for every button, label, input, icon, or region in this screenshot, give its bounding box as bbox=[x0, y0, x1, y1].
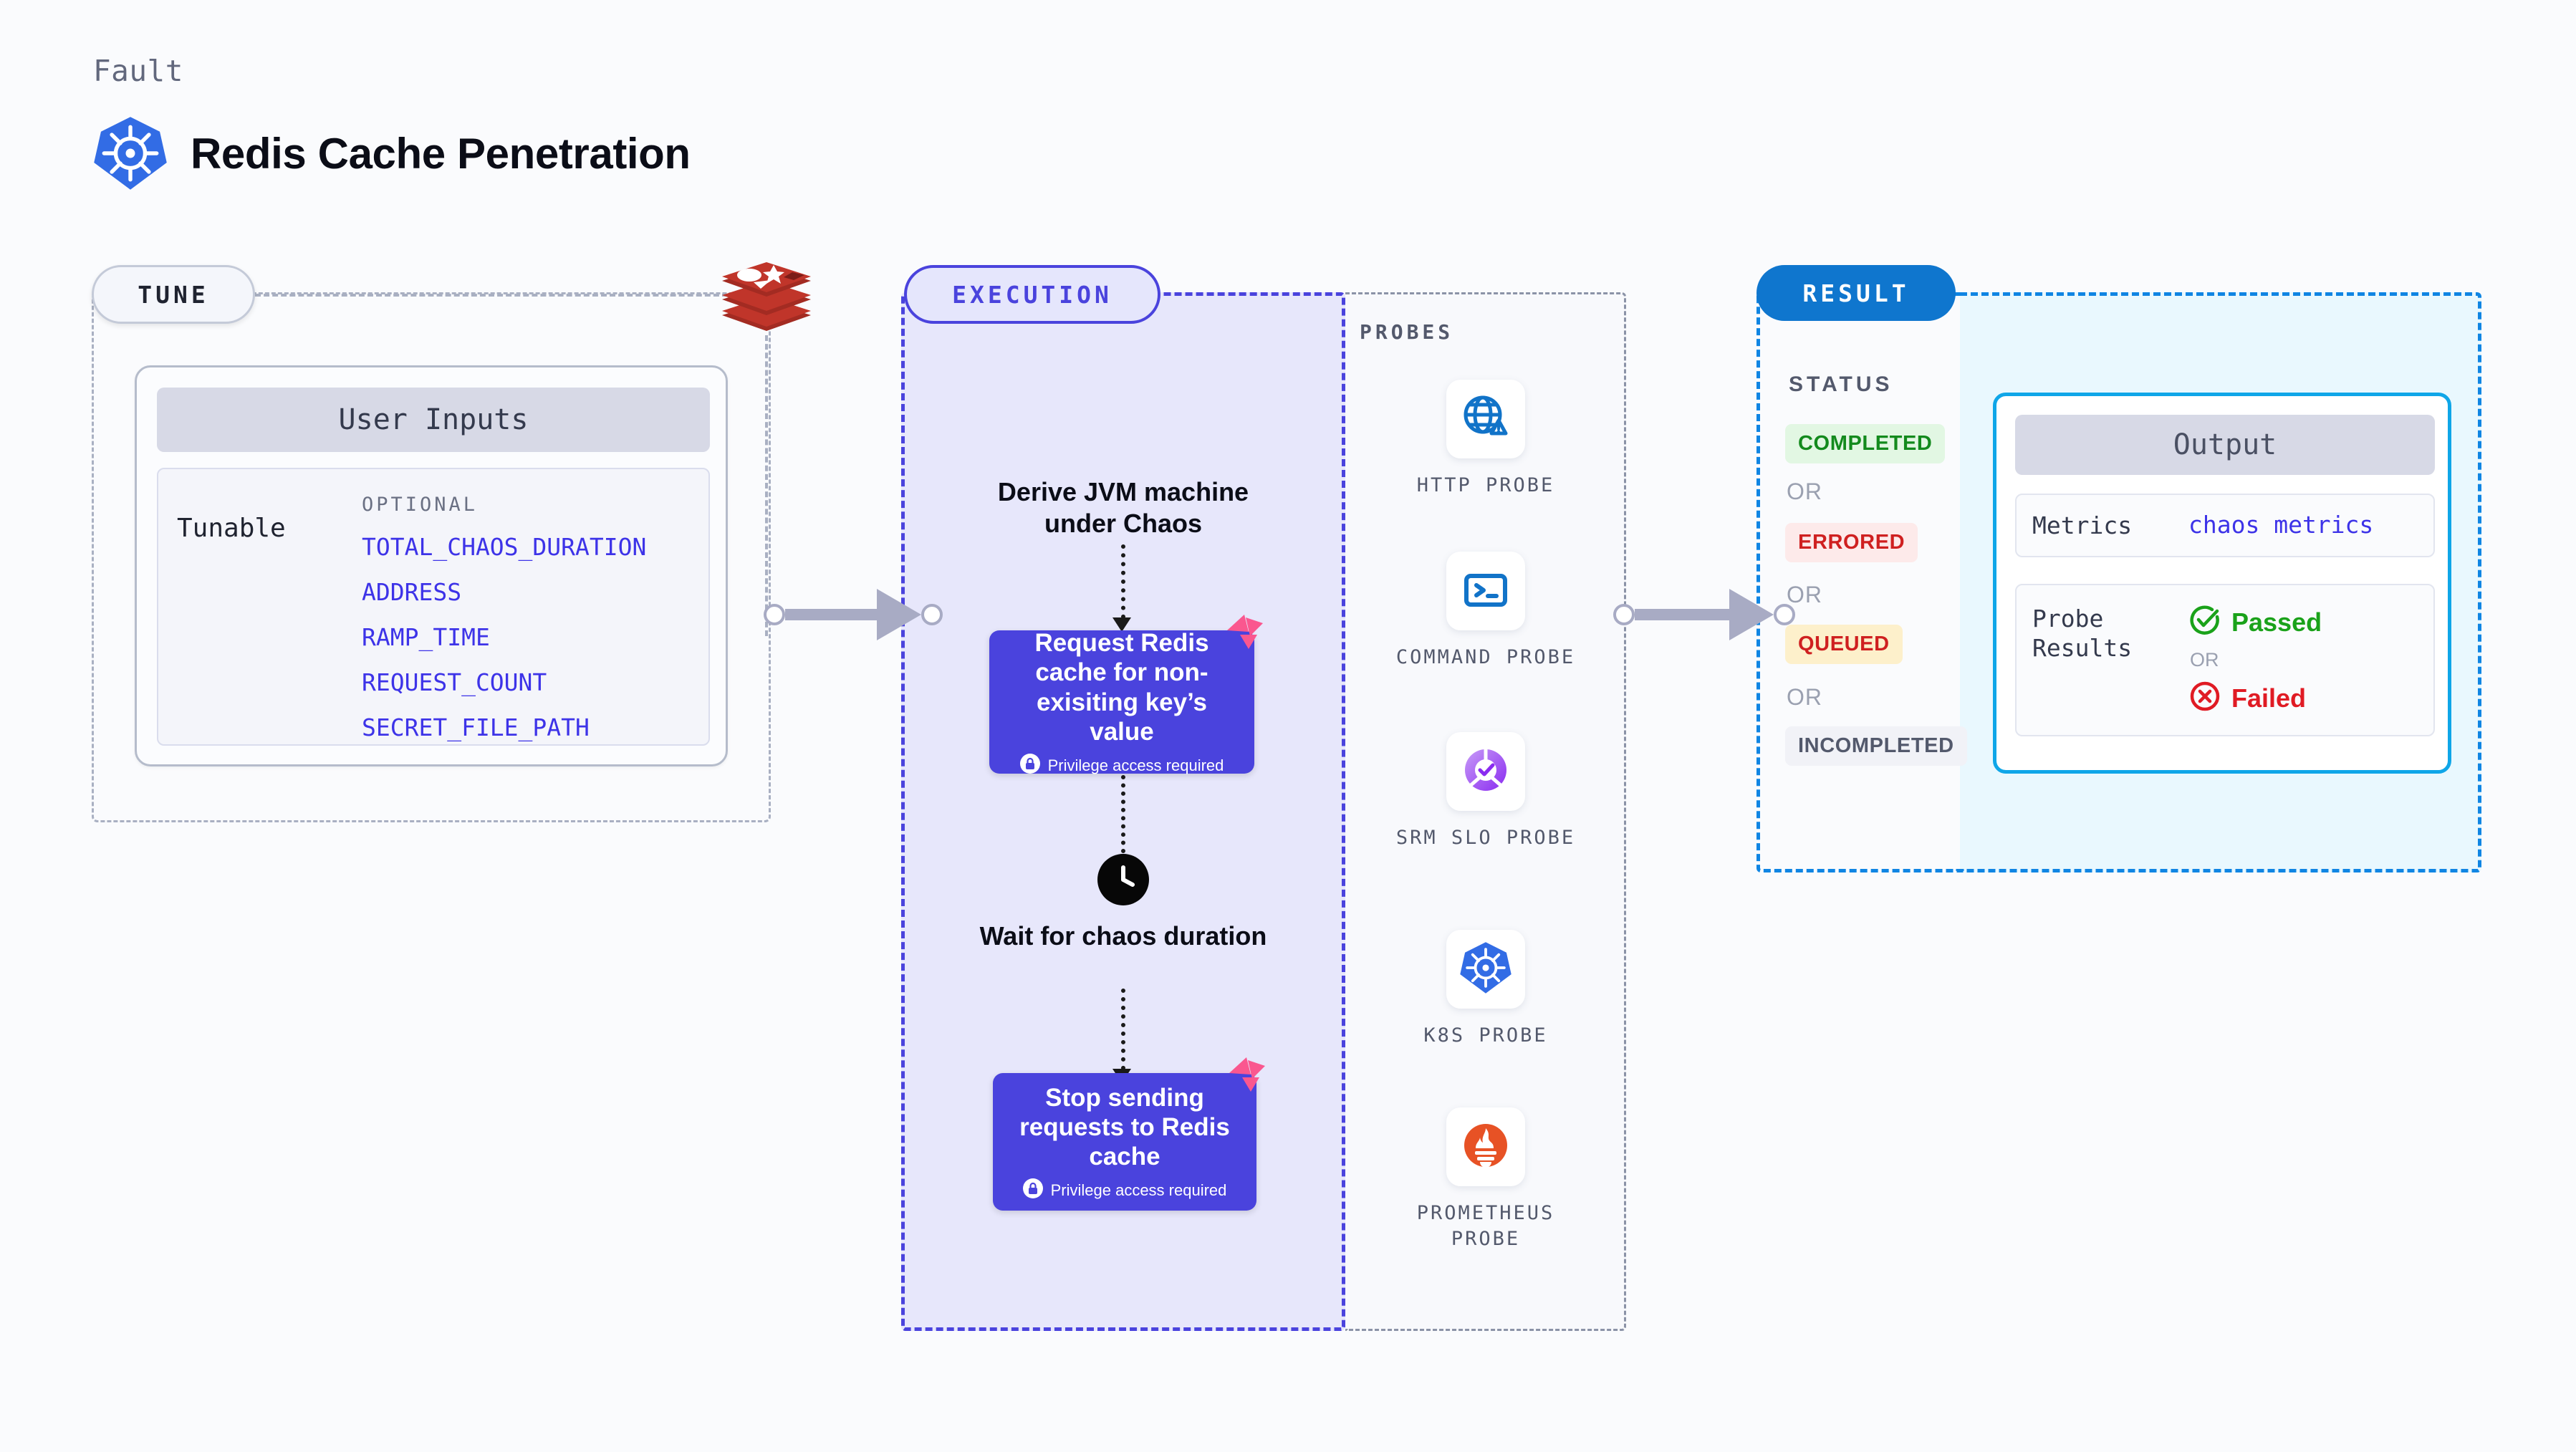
globe-warning-icon bbox=[1459, 391, 1512, 448]
tunable-item[interactable]: SECRET_FILE_PATH bbox=[362, 713, 590, 741]
status-badge-incompleted: INCOMPLETED bbox=[1785, 726, 1967, 766]
prometheus-icon bbox=[1459, 1119, 1512, 1175]
tune-pill[interactable]: TUNE bbox=[92, 265, 255, 324]
page-eyebrow: Fault bbox=[93, 54, 183, 88]
probe-tile bbox=[1446, 930, 1525, 1009]
connector-arrowhead bbox=[1729, 589, 1774, 640]
probe-k8s[interactable]: K8S PROBE bbox=[1378, 930, 1593, 1049]
probe-tile bbox=[1446, 1107, 1525, 1186]
probe-tile bbox=[1446, 380, 1525, 458]
terminal-icon bbox=[1459, 563, 1512, 620]
litmus-badge-icon bbox=[1226, 1056, 1267, 1093]
result-status-zone bbox=[1756, 292, 1960, 872]
probe-command[interactable]: COMMAND PROBE bbox=[1378, 552, 1593, 670]
result-pill[interactable]: RESULT bbox=[1756, 265, 1956, 321]
probe-prometheus[interactable]: PROMETHEUS PROBE bbox=[1378, 1107, 1593, 1253]
tunable-item[interactable]: ADDRESS bbox=[362, 578, 462, 606]
connector-tune-to-execution bbox=[764, 589, 943, 640]
clock-icon bbox=[1097, 854, 1149, 905]
probe-label: SRM SLO PROBE bbox=[1395, 827, 1576, 849]
lock-icon bbox=[1019, 754, 1040, 777]
optional-label: OPTIONAL bbox=[362, 494, 479, 516]
step-label: Request Redis cache for non-exisiting ke… bbox=[1034, 628, 1209, 746]
page-title-row: Redis Cache Penetration bbox=[92, 115, 691, 192]
litmus-badge-icon bbox=[1224, 613, 1264, 650]
output-card: Output Metrics chaos metrics Probe Resul… bbox=[1993, 393, 2451, 774]
probe-result-or: OR bbox=[2190, 649, 2219, 670]
status-badge-queued: QUEUED bbox=[1785, 625, 1903, 664]
status-badge-completed: COMPLETED bbox=[1785, 424, 1946, 463]
privilege-row: Privilege access required bbox=[1022, 1178, 1227, 1202]
output-title: Output bbox=[2015, 415, 2435, 475]
redis-logo bbox=[721, 256, 812, 335]
status-or: OR bbox=[1787, 479, 1822, 504]
probe-label: PROMETHEUS PROBE bbox=[1416, 1202, 1555, 1251]
execution-pill[interactable]: EXECUTION bbox=[904, 265, 1160, 324]
failed-label: Failed bbox=[2231, 683, 2307, 713]
output-probe-results-key: Probe Results bbox=[2032, 605, 2133, 663]
flow-arrow-line bbox=[1121, 544, 1125, 619]
execution-step-stop-requests[interactable]: Stop sending requests to Redis cache Pri… bbox=[993, 1057, 1265, 1211]
user-inputs-body: Tunable OPTIONAL TOTAL_CHAOS_DURATION AD… bbox=[157, 468, 710, 746]
user-inputs-card: User Inputs Tunable OPTIONAL TOTAL_CHAOS… bbox=[135, 365, 728, 766]
probe-http[interactable]: HTTP PROBE bbox=[1378, 380, 1593, 499]
lock-icon bbox=[1022, 1178, 1043, 1202]
passed-label: Passed bbox=[2231, 607, 2322, 637]
probe-tile bbox=[1446, 552, 1525, 630]
output-probe-results-row: Probe Results Passed OR bbox=[2015, 584, 2435, 736]
connector-execution-to-result bbox=[1613, 589, 1795, 640]
execution-step-request-redis[interactable]: Request Redis cache for non-exisiting ke… bbox=[989, 615, 1263, 777]
probe-result-failed: Failed bbox=[2188, 680, 2322, 716]
probe-results-values: Passed OR Failed bbox=[2188, 604, 2322, 716]
page-title: Redis Cache Penetration bbox=[191, 129, 691, 178]
flow-arrow-line bbox=[1121, 775, 1125, 870]
tunable-item[interactable]: REQUEST_COUNT bbox=[362, 668, 547, 696]
tunable-item[interactable]: RAMP_TIME bbox=[362, 623, 490, 651]
status-label: STATUS bbox=[1789, 372, 1893, 396]
probe-label: K8S PROBE bbox=[1423, 1024, 1548, 1047]
probes-title: PROBES bbox=[1360, 320, 1454, 344]
connector-start-dot bbox=[764, 604, 785, 625]
probe-tile bbox=[1446, 732, 1525, 811]
status-or: OR bbox=[1787, 582, 1822, 607]
connector-start-dot bbox=[1613, 604, 1635, 625]
output-metrics-value[interactable]: chaos metrics bbox=[2188, 511, 2374, 539]
flow-arrow-head bbox=[1112, 617, 1131, 632]
step-label: Stop sending requests to Redis cache bbox=[1019, 1083, 1230, 1171]
probe-result-passed: Passed bbox=[2188, 604, 2322, 640]
status-badge-errored: ERRORED bbox=[1785, 523, 1918, 562]
execution-step-wait: Wait for chaos duration bbox=[979, 921, 1267, 951]
x-circle-icon bbox=[2188, 680, 2221, 716]
user-inputs-title: User Inputs bbox=[157, 388, 710, 452]
kubernetes-icon bbox=[1458, 941, 1513, 999]
check-circle-icon bbox=[2188, 604, 2221, 640]
tunable-label: Tunable bbox=[177, 514, 286, 543]
connector-end-dot bbox=[1774, 604, 1795, 625]
kubernetes-icon bbox=[92, 115, 169, 192]
status-or: OR bbox=[1787, 684, 1822, 710]
tune-redis-connector-horizontal bbox=[255, 294, 728, 297]
connector-end-dot bbox=[921, 604, 943, 625]
connector-line bbox=[1635, 609, 1729, 620]
tune-zone bbox=[92, 292, 771, 822]
probe-label: HTTP PROBE bbox=[1416, 474, 1555, 496]
tune-redis-connector-vertical bbox=[765, 335, 768, 636]
connector-line bbox=[785, 609, 877, 620]
probe-srm-slo[interactable]: SRM SLO PROBE bbox=[1378, 732, 1593, 851]
tunable-item[interactable]: TOTAL_CHAOS_DURATION bbox=[362, 533, 647, 561]
flow-arrow-line bbox=[1121, 989, 1125, 1070]
privilege-text: Privilege access required bbox=[1047, 756, 1224, 774]
execution-step-derive: Derive JVM machine under Chaos bbox=[997, 477, 1249, 538]
srm-slo-icon bbox=[1459, 744, 1512, 800]
output-metrics-key: Metrics bbox=[2032, 511, 2133, 539]
optional-inputs-column: OPTIONAL TOTAL_CHAOS_DURATION ADDRESS RA… bbox=[362, 494, 646, 744]
privilege-row: Privilege access required bbox=[1019, 754, 1224, 777]
privilege-text: Privilege access required bbox=[1050, 1181, 1227, 1199]
probe-label: COMMAND PROBE bbox=[1395, 646, 1576, 668]
output-metrics-row: Metrics chaos metrics bbox=[2015, 494, 2435, 558]
connector-arrowhead bbox=[877, 589, 921, 640]
